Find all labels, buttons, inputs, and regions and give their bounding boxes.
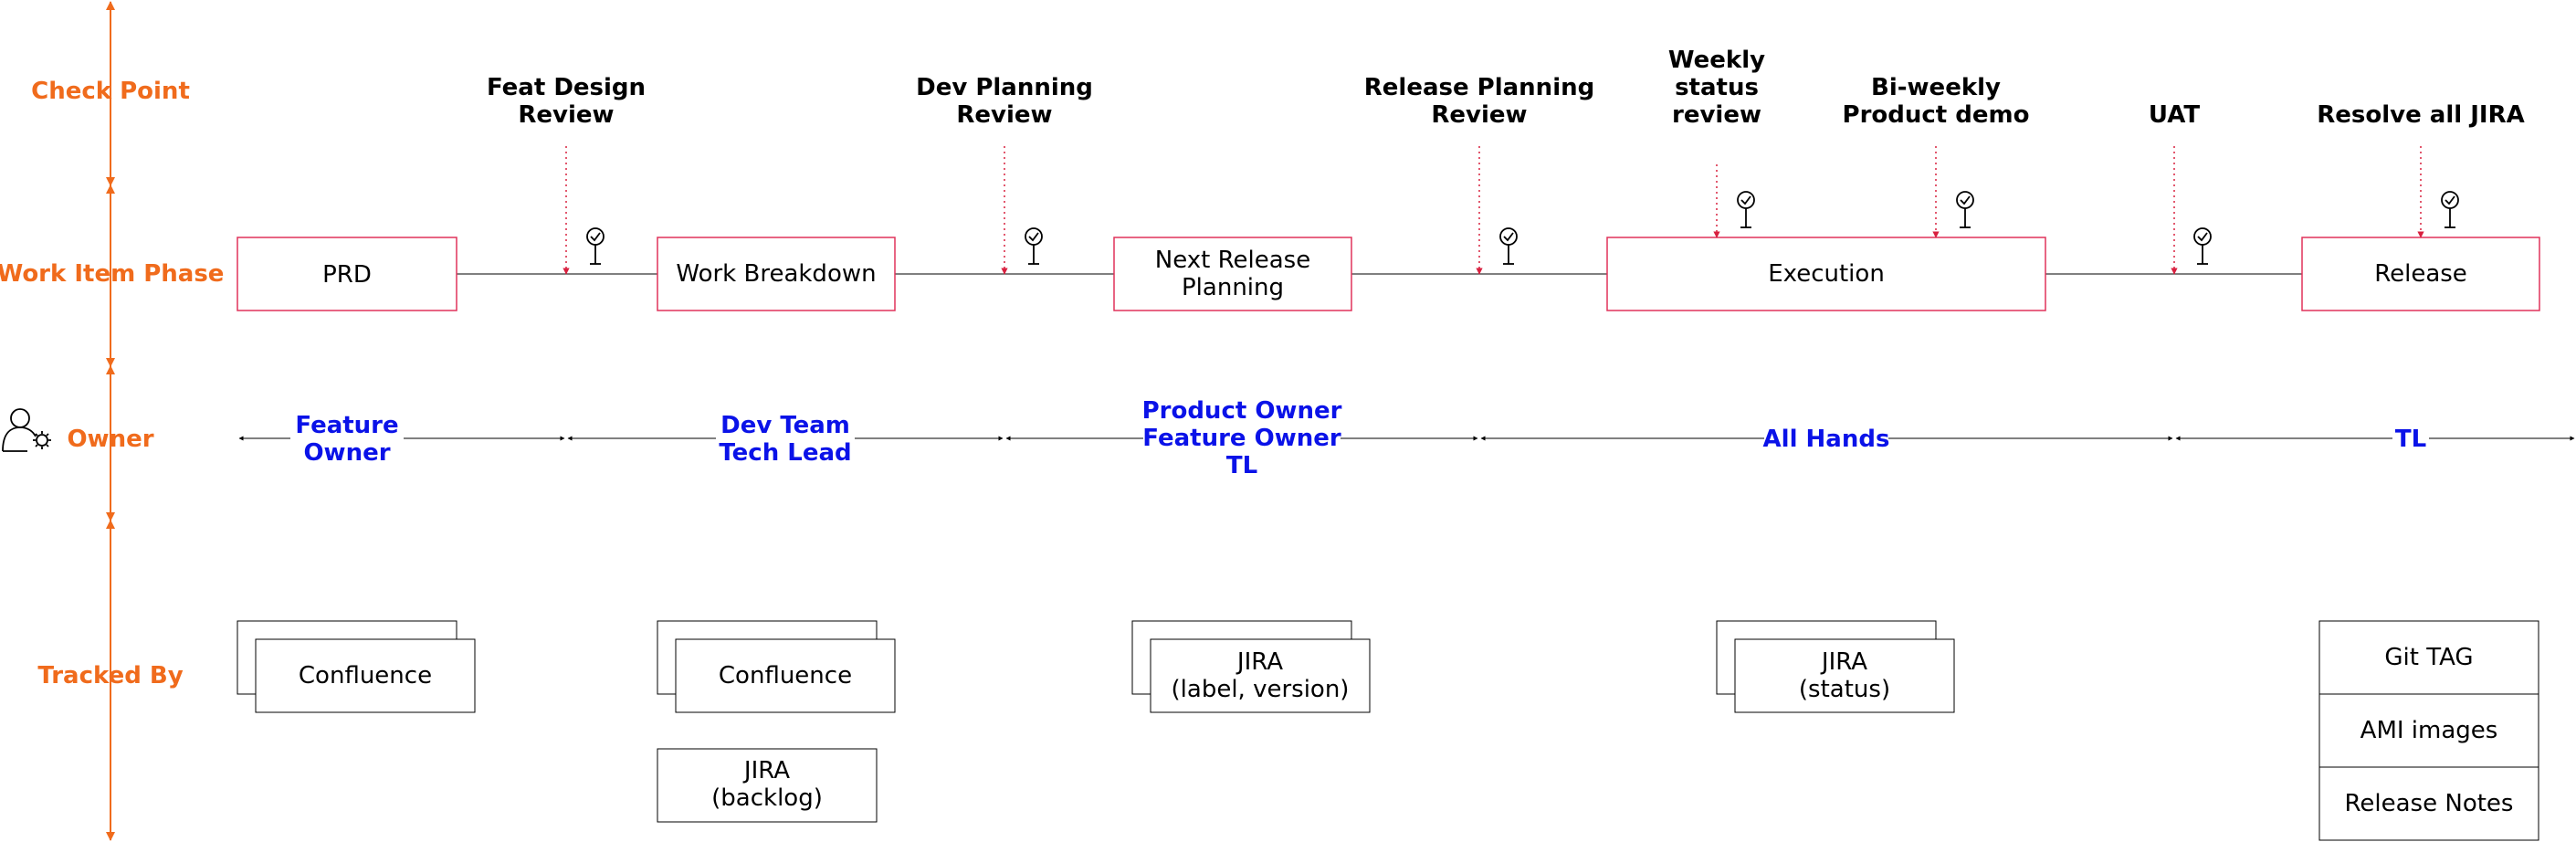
checkpoint-pin-icon [1025,227,1043,265]
owner-label: TL [2395,426,2426,453]
checkpoint-feat-design-review: Feat Design Review [487,74,646,275]
lane-label-work-item-phase: Work Item Phase [0,260,224,288]
checkpoint-weekly-status-review: Weekly status review [1668,47,1765,238]
owner-label: TL [1226,452,1257,479]
doc-label: (status) [1799,676,1890,703]
checkpoint-label: Release Planning [1364,74,1594,101]
checkpoint-resolve-all-jira: Resolve all JIRA [2317,101,2525,238]
checkpoint-dev-planning-review: Dev Planning Review [916,74,1093,275]
user-settings-icon [2,408,51,452]
checkpoint-label: Review [956,101,1052,129]
phase-label: PRD [322,261,372,289]
checkpoint-label: Bi-weekly [1871,74,2001,101]
owner-label: Feature Owner [1142,425,1341,452]
phase-boxes: PRD Work Breakdown Next Release Planning… [237,237,2540,311]
tracked-jira-status: JIRA (status) [1716,620,1955,713]
phase-prd: PRD [237,237,457,311]
phase-label: Work Breakdown [676,260,876,288]
doc-label: JIRA [742,757,790,784]
owner-label: Owner [303,439,390,467]
table-cell-release-notes: Release Notes [2345,790,2514,817]
tracked-confluence-work-breakdown: Confluence [657,620,896,713]
owner-product-owner-feature-owner-tl: Product Owner Feature Owner TL [1142,397,1342,479]
checkpoint-label: status [1675,74,1759,101]
doc-label: JIRA [1820,648,1867,676]
checkpoint-pin-icon [2441,191,2459,228]
table-cell-ami-images: AMI images [2360,717,2498,744]
phase-execution: Execution [1606,237,2046,311]
owner-label: Product Owner [1142,397,1342,425]
checkpoint-label: Product demo [1843,101,2030,129]
checkpoint-label: Feat Design [487,74,646,101]
doc-label: (backlog) [711,784,823,812]
checkpoint-pin-icon [1499,227,1518,265]
tracked-release-artifacts-table: Git TAG AMI images Release Notes [2318,620,2539,841]
owner-label: Dev Team [720,412,850,439]
checkpoint-label: Review [1431,101,1527,129]
checkpoint-pin-icon [1737,191,1755,228]
owner-label: Tech Lead [719,439,851,467]
doc-label: Confluence [719,662,852,689]
lane-label-owner: Owner [67,426,153,453]
owner-labels: Feature Owner Dev Team Tech Lead Product… [290,397,2429,479]
tracked-jira-backlog: JIRA (backlog) [657,748,878,823]
tracked-by-items: Confluence Confluence JIRA (backlog) JIR… [237,620,2539,841]
checkpoint-uat: UAT [2149,101,2212,275]
table-cell-git-tag: Git TAG [2384,644,2473,671]
phase-label: Execution [1768,260,1885,288]
owner-label: All Hands [1763,426,1890,453]
checkpoint-pin-icon [586,227,605,265]
phase-work-breakdown: Work Breakdown [657,237,896,311]
phase-label: Release [2374,260,2467,288]
checkpoint-label: Dev Planning [916,74,1093,101]
phase-release: Release [2301,237,2540,311]
checkpoint-pin-icon [1956,191,1974,228]
checkpoint-label: Weekly [1668,47,1765,74]
checkpoint-pin-icon [2193,227,2212,265]
owner-dev-team-tech-lead: Dev Team Tech Lead [716,411,855,467]
checkpoint-release-planning-review: Release Planning Review [1364,74,1594,275]
phase-label: Planning [1182,274,1284,301]
checkpoint-label: Review [518,101,614,129]
owner-feature-owner: Feature Owner [290,411,404,467]
tracked-jira-label-version: JIRA (label, version) [1131,620,1371,713]
tracked-confluence-prd: Confluence [237,620,476,713]
checkpoint-label: UAT [2149,101,2200,129]
doc-label: (label, version) [1172,676,1350,703]
checkpoint-label: Resolve all JIRA [2317,101,2524,129]
checkpoint-bi-weekly-product-demo: Bi-weekly Product demo [1843,74,2030,238]
checkpoint-label: review [1672,101,1761,129]
owner-tl: TL [2392,424,2429,453]
lane-label-tracked-by: Tracked By [37,662,183,689]
phase-next-release-planning: Next Release Planning [1113,237,1352,311]
owner-label: Feature [295,412,398,439]
checkpoints: Feat Design Review Dev Planning Review R… [487,47,2525,275]
doc-label: Confluence [299,662,432,689]
owner-all-hands: All Hands [1763,424,1890,453]
doc-label: JIRA [1235,648,1283,676]
lane-label-checkpoint: Check Point [31,78,190,105]
phase-label: Next Release [1155,247,1310,274]
